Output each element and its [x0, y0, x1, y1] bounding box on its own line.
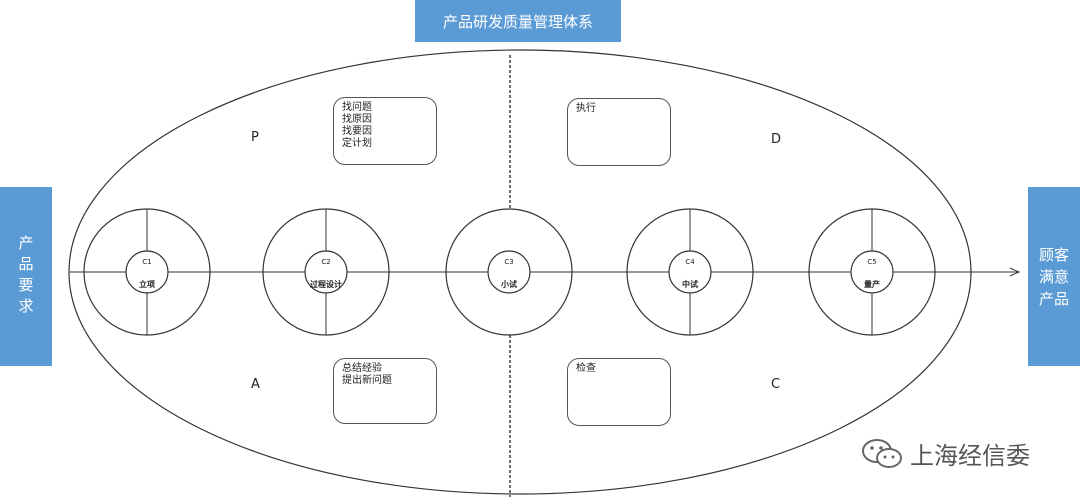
stage-name: 立项: [139, 280, 155, 289]
stage-name: 过程设计: [310, 280, 342, 289]
watermark: 上海经信委: [860, 436, 1030, 471]
stage-c1: [83, 208, 211, 336]
note-line: 总结经验: [342, 363, 382, 374]
note-line: 定计划: [342, 138, 372, 149]
note-line: 执行: [576, 103, 596, 114]
stage-code: C2: [321, 258, 331, 266]
note-line: 找原因: [342, 114, 372, 125]
stage-name: 中试: [682, 280, 698, 289]
stage-c3: [445, 208, 573, 336]
quadrant-d: D: [771, 132, 782, 147]
stage-code: C3: [504, 258, 514, 266]
stage-c4: [626, 208, 754, 336]
stage-name: 量产: [864, 280, 880, 289]
do-note: 执行: [567, 98, 671, 166]
stage-inner-circle: [668, 250, 712, 294]
output-box: 顾客满意产品: [1028, 187, 1080, 366]
stage-inner-circle: [487, 250, 531, 294]
stage-code: C4: [685, 258, 695, 266]
note-line: 检查: [576, 363, 596, 374]
quadrant-c: C: [771, 377, 781, 392]
quadrant-a: A: [251, 377, 260, 392]
input-box: 产品要求: [0, 187, 52, 366]
quadrant-p: P: [251, 130, 259, 145]
check-note: 检查: [567, 358, 671, 426]
stage-c5: [808, 208, 936, 336]
stage-name: 小试: [501, 280, 517, 289]
title-box: 产品研发质量管理体系: [415, 0, 621, 42]
stage-inner-circle: [125, 250, 169, 294]
wechat-icon: [862, 438, 902, 468]
stage-code: C1: [142, 258, 152, 266]
note-line: 提出新问题: [342, 375, 392, 386]
note-line: 找要因: [342, 126, 372, 137]
plan-note: 找问题 找原因 找要因 定计划: [333, 97, 437, 165]
stage-c2: [262, 208, 390, 336]
watermark-text: 上海经信委: [910, 442, 1030, 470]
stage-inner-circle: [304, 250, 348, 294]
arrow-head-icon: [1009, 267, 1021, 277]
act-note: 总结经验 提出新问题: [333, 358, 437, 424]
stage-code: C5: [867, 258, 877, 266]
stage-inner-circle: [850, 250, 894, 294]
note-line: 找问题: [342, 102, 372, 113]
